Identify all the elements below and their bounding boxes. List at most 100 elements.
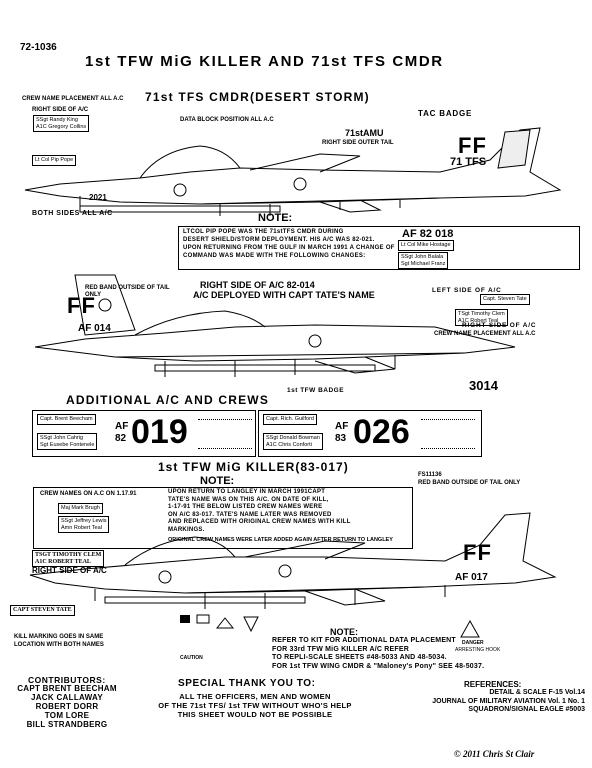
red-band-text: RED BAND OUTSIDE OF TAIL ONLY — [85, 285, 170, 298]
crew-box-king: SSgt Randy King A1C Gregory Collins — [33, 115, 90, 132]
guilford-box: Capt. Rich. Guilford — [263, 414, 317, 425]
tate-box-4: CAPT STEVEN TATE — [10, 605, 75, 616]
note-line: REFER TO KIT FOR ADDITIONAL DATA PLACEME… — [272, 637, 456, 644]
contributor: TOM LORE — [44, 711, 90, 720]
clem-box-4: TSGT TIMOTHY CLEM A1C ROBERT TEAL — [32, 550, 105, 567]
tail-serial-4: AF 017 — [455, 572, 488, 583]
data-block-026 — [421, 419, 475, 449]
bottom-note-title: NOTE: — [330, 627, 358, 637]
note-line: UPON RETURNING FROM THE GULF IN MARCH 19… — [183, 245, 395, 251]
crew-line: TSGT TIMOTHY CLEM — [35, 552, 102, 558]
right-side-82014: RIGHT SIDE OF A/C 82-014 — [200, 280, 315, 290]
badge-label-2: 1st TFW BADGE — [287, 387, 345, 394]
serial-019: 019 — [131, 413, 188, 451]
note-line: TATE'S NAME WAS ON THIS A/C. ON DATE OF … — [168, 496, 329, 503]
contributor: ROBERT DORR — [35, 702, 99, 711]
danger-icon — [460, 620, 480, 638]
clem-box-2: TSgt Timothy Clem A1C Robert Teal — [455, 309, 508, 326]
crew-names-label: CREW NAMES ON A.C ON 1.17.91 — [40, 491, 137, 497]
arrow-icon — [243, 616, 259, 633]
contributor: BILL STRANDBERG — [26, 720, 108, 729]
data-block-label: DATA BLOCK POSITION ALL A.C — [180, 117, 274, 123]
note4-text: UPON RETURN TO LANGLEY IN MARCH 1991CAPT… — [168, 489, 351, 534]
additional-left-panel: Capt. Brent Beecham SSgt John Cahrig Sgt… — [32, 410, 256, 457]
note-line: 1-17-91 THE BELOW LISTED CREW NAMES WERE — [168, 504, 323, 510]
data-block-019 — [198, 419, 252, 449]
arresting-label: ARRESTING HOOK — [455, 647, 501, 653]
thanks-line: ALL THE OFFICERS, MEN AND WOMEN — [179, 692, 331, 701]
right-side-label-2: RIGHT SIDE OF A/C — [462, 322, 537, 329]
reference: JOURNAL OF MILITARY AVIATION Vol. 1 No. … — [432, 697, 585, 705]
thanks-text: ALL THE OFFICERS, MEN AND WOMEN OF THE 7… — [140, 692, 370, 719]
af-label-026: AF — [335, 421, 349, 432]
red-band-label-4: RED BAND OUTSIDE OF TAIL ONLY — [418, 480, 521, 486]
kill-marking-label: KILL MARKING GOES IN SAME LOCATION WITH … — [14, 633, 104, 649]
tail-code-1: FF — [458, 133, 487, 158]
note-line: FOR 33rd TFW MiG KILLER A/C REFER — [272, 645, 410, 653]
fs-label: FS11136 — [418, 472, 442, 478]
bowman-box: SSgt Donald Bowman A1C Chris Conforti — [263, 433, 323, 450]
balala-box: SSgt John Balala Sgt Michael Franz — [398, 252, 449, 269]
crew-line: Sgt Michael Franz — [401, 260, 446, 267]
amu-label: 71stAMU — [345, 128, 384, 138]
note-line: COMMAND WAS MADE WITH THE FOLLOWING CHAN… — [183, 253, 366, 259]
tail-unit-1: 71 TFS — [450, 156, 487, 168]
f15-aircraft-side-2 — [34, 274, 516, 377]
nose-number-2: 3014 — [469, 378, 498, 393]
reference: DETAIL & SCALE F-15 Vol.14 — [489, 689, 585, 696]
right-side-label: RIGHT SIDE OF A/C — [32, 107, 89, 113]
crew-line: A1C Gregory Collins — [36, 123, 87, 130]
bottom-note-text: REFER TO KIT FOR ADDITIONAL DATA PLACEME… — [272, 637, 484, 671]
crew-name-all-2: CREW NAME PLACEMENT ALL A.C — [434, 331, 536, 337]
note-line: FOR 1st TFW WING CMDR & "Maloney's Pony"… — [272, 662, 485, 670]
crew-line: Amn Robert Teal — [61, 524, 102, 531]
thanks-title: SPECIAL THANK YOU TO: — [178, 678, 316, 689]
f15-aircraft-side-1 — [24, 127, 562, 216]
crew-line: SSgt Donald Bowman — [266, 435, 320, 441]
red-band-label-2: RED BAND OUTSIDE OF TAIL ONLY — [85, 285, 185, 299]
note-line: LTCOL PIP POPE WAS THE 71stTFS CMDR DURI… — [183, 229, 344, 235]
thanks-line: OF THE 71st TFS/ 1st TFW WITHOUT WHO'S H… — [158, 701, 352, 710]
crew-line: A1C ROBERT TEAL — [35, 558, 91, 565]
placard-icons — [180, 614, 235, 629]
contributors-title: CONTRIBUTORS: — [28, 675, 106, 685]
hostage-box: Lt Col Mike Hostage — [398, 240, 454, 251]
copyright: © 2011 Chris St Clair — [454, 749, 535, 759]
crew-line: A1C Robert Teal — [458, 317, 499, 324]
note1-text: LTCOL PIP POPE WAS THE 71stTFS CMDR DURI… — [183, 228, 395, 260]
tail-code-4: FF — [463, 540, 492, 565]
nose-number-1: 2021 — [89, 193, 107, 202]
section3-title: ADDITIONAL A/C AND CREWS — [66, 393, 270, 407]
references-title: REFERENCES: — [464, 680, 522, 689]
serial-026: 026 — [353, 413, 410, 451]
af-label-019: AF — [115, 421, 129, 432]
crew-line: SSgt Randy King — [36, 117, 78, 123]
tate-box-2: Capt. Steven Tate — [480, 294, 530, 305]
crew-line: SSgt Jeffrey Lewis — [61, 518, 107, 524]
both-sides-label: BOTH SIDES ALL A/C — [32, 210, 113, 217]
deployed-label: A/C DEPLOYED WITH CAPT TATE'S NAME — [193, 290, 375, 300]
note-line: TO REPLI-SCALE SHEETS #48-5033 AND 48-50… — [272, 654, 447, 661]
left-side-label: LEFT SIDE OF A/C — [432, 287, 502, 294]
crew-placement-label: CREW NAME PLACEMENT ALL A.C — [22, 96, 124, 102]
thanks-line: THIS SHEET WOULD NOT BE POSSIBLE — [177, 710, 333, 719]
crew-line: A1C Chris Conforti — [266, 441, 312, 448]
crew-line: Sgt Eusebe Fontenele — [40, 441, 95, 448]
kill-line: KILL MARKING GOES IN SAME — [14, 634, 104, 640]
tail-serial-2: AF 014 — [78, 323, 111, 334]
references-list: DETAIL & SCALE F-15 Vol.14 JOURNAL OF MI… — [380, 689, 585, 715]
kill-line: LOCATION WITH BOTH NAMES — [14, 642, 104, 648]
note-line: MARKINGS. — [168, 526, 205, 533]
ltcol-box: Lt Col Pip Pope — [32, 155, 77, 166]
section1-title: 71st TFS CMDR(DESERT STORM) — [145, 90, 370, 104]
sheet-number: 72-1036 — [20, 42, 57, 53]
section4-title: 1st TFW MiG KILLER(83-017) — [158, 460, 349, 474]
contributor: CAPT BRENT BEECHAM — [17, 684, 117, 693]
note4-title: NOTE: — [200, 475, 235, 487]
beecham-box: Capt. Brent Beecham — [37, 414, 96, 425]
contributors-list: CAPT BRENT BEECHAM JACK CALLAWAY ROBERT … — [12, 684, 122, 729]
right-side-tail-label: RIGHT SIDE OUTER TAIL — [322, 140, 394, 146]
danger-label: DANGER — [462, 640, 484, 646]
reference: SQUADRON/SIGNAL EAGLE #5003 — [468, 706, 585, 713]
note-line: UPON RETURN TO LANGLEY IN MARCH 1991CAPT — [168, 489, 326, 495]
